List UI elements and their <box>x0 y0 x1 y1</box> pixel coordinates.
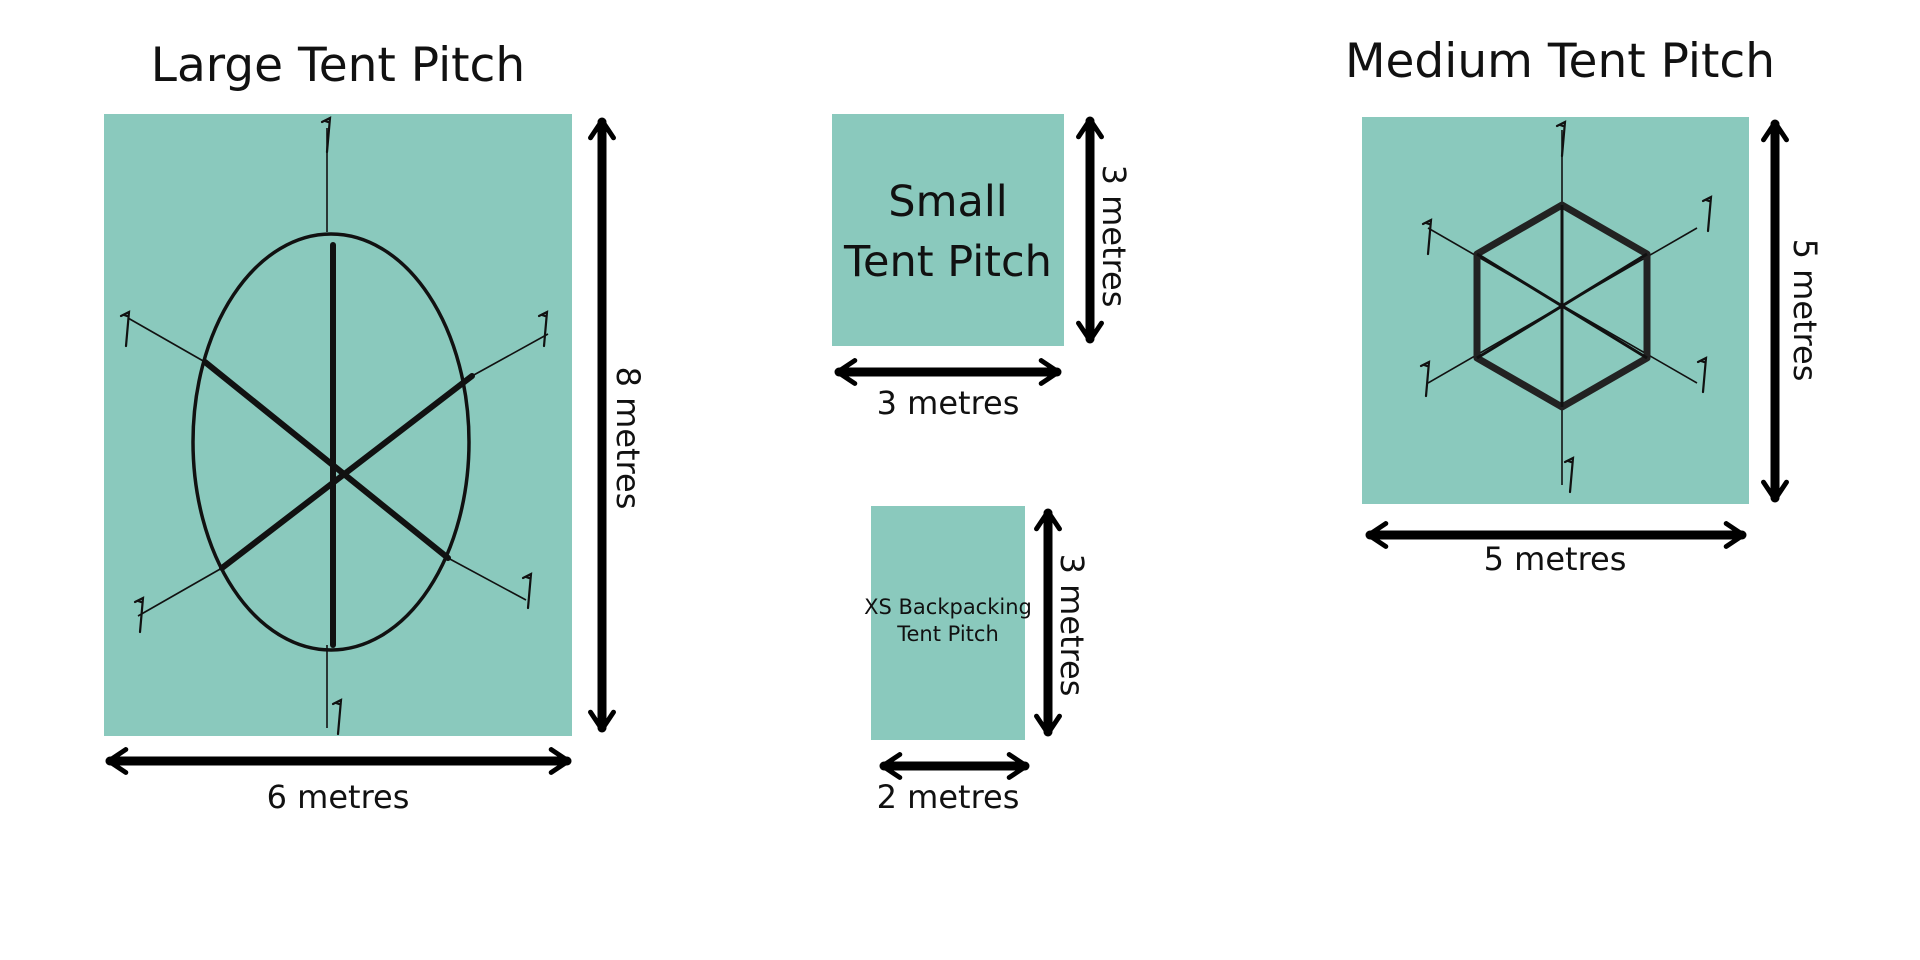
small-width-label: 3 metres <box>876 384 1020 422</box>
small-tent-pitch-area <box>832 114 1064 346</box>
xs-tent-title: XS Backpacking Tent Pitch <box>850 594 1046 648</box>
stake-icon <box>331 698 343 736</box>
small-height-label: 3 metres <box>1095 164 1133 308</box>
large-tent-pitch-area <box>104 114 572 736</box>
small-tent-title-line2: Tent Pitch <box>844 237 1052 288</box>
xs-tent-pitch-area <box>871 506 1025 740</box>
medium-tent-title: Medium Tent Pitch <box>1344 34 1776 89</box>
stake-icon <box>1563 456 1575 494</box>
stake-icon <box>1419 360 1431 398</box>
xs-tent-title-line1: XS Backpacking <box>864 595 1032 619</box>
stake-icon <box>1421 218 1433 256</box>
large-tent-drawing <box>119 116 549 736</box>
large-tent-title: Large Tent Pitch <box>150 38 526 93</box>
medium-tent-poles <box>1476 205 1648 407</box>
stake-icon <box>320 116 332 154</box>
large-height-label: 8 metres <box>609 366 647 510</box>
stake-icon <box>521 572 533 610</box>
medium-tent-drawing <box>1419 120 1713 494</box>
small-tent-title: Small Tent Pitch <box>832 172 1064 292</box>
stake-icon <box>1701 195 1713 233</box>
medium-height-label: 5 metres <box>1786 238 1824 382</box>
large-tent-outline <box>191 232 471 652</box>
small-tent-title-line1: Small <box>888 177 1008 227</box>
xs-tent-title-line2: Tent Pitch <box>897 621 999 646</box>
xs-width-label: 2 metres <box>876 778 1020 816</box>
medium-width-label: 5 metres <box>1483 540 1627 578</box>
stake-icon <box>537 310 549 348</box>
xs-height-label: 3 metres <box>1053 553 1091 697</box>
large-guy-lines <box>127 128 549 728</box>
stake-icon <box>1555 120 1567 158</box>
large-tent-poles <box>202 242 475 648</box>
stake-icon <box>119 310 131 348</box>
stake-icon <box>1696 356 1708 394</box>
large-width-label: 6 metres <box>266 778 410 816</box>
